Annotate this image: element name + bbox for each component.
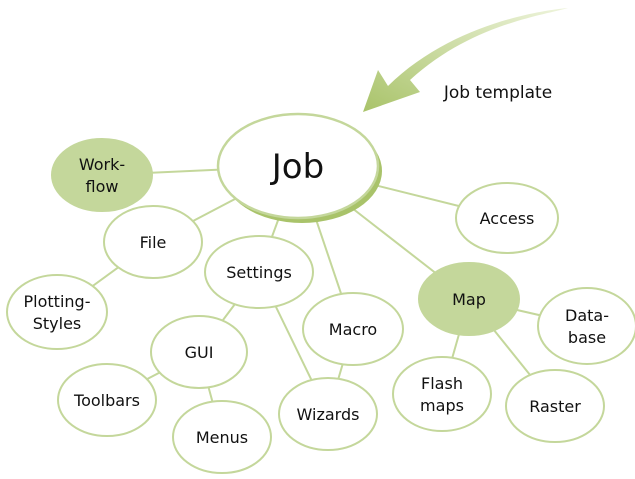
- node-plotting-styles: Plotting- Styles: [6, 274, 108, 350]
- node-macro-label: Macro: [329, 320, 377, 339]
- node-wizards: Wizards: [278, 377, 378, 451]
- node-toolbars-shape: [57, 363, 157, 437]
- node-access-label: Access: [480, 209, 535, 228]
- node-toolbars-label: Toolbars: [73, 391, 140, 410]
- node-map: Map: [418, 262, 520, 336]
- node-map-label: Map: [452, 290, 486, 309]
- node-plotting-styles-label: Styles: [33, 314, 82, 333]
- node-file-label: File: [140, 233, 167, 252]
- node-toolbars: Toolbars: [57, 363, 157, 437]
- node-database: Data-base: [537, 287, 635, 365]
- node-raster-shape: [505, 369, 605, 443]
- node-workflow-shape: [51, 138, 153, 212]
- node-map-shape: [418, 262, 520, 336]
- node-raster: Raster: [505, 369, 605, 443]
- node-menus-label: Menus: [196, 428, 248, 447]
- node-workflow-label: flow: [86, 177, 119, 196]
- node-job: Job: [216, 112, 382, 223]
- node-gui: GUI: [150, 315, 248, 389]
- node-settings-label: Settings: [226, 263, 292, 282]
- node-flash-maps-shape: [392, 356, 492, 432]
- node-workflow: Work-flow: [51, 138, 153, 212]
- node-access-shape: [455, 182, 559, 254]
- node-flash-maps-label: Flash: [421, 374, 463, 393]
- node-file: File: [103, 205, 203, 279]
- curved-arrow-icon: [363, 8, 568, 112]
- node-flash-maps: Flash maps: [392, 356, 492, 432]
- node-gui-shape: [150, 315, 248, 389]
- node-wizards-shape: [278, 377, 378, 451]
- node-macro: Macro: [302, 292, 404, 366]
- node-database-label: base: [568, 328, 606, 347]
- node-access: Access: [455, 182, 559, 254]
- node-wizards-label: Wizards: [297, 405, 360, 424]
- node-menus: Menus: [172, 400, 272, 474]
- node-menus-shape: [172, 400, 272, 474]
- node-workflow-label: Work-: [79, 155, 125, 174]
- node-file-shape: [103, 205, 203, 279]
- node-plotting-styles-label: Plotting-: [24, 292, 91, 311]
- node-settings-shape: [204, 235, 314, 309]
- node-database-shape: [537, 287, 635, 365]
- node-macro-shape: [302, 292, 404, 366]
- node-settings: Settings: [204, 235, 314, 309]
- node-job-shape: [216, 112, 380, 220]
- node-job-label: Job: [270, 147, 324, 187]
- node-flash-maps-label: maps: [420, 396, 464, 415]
- node-raster-label: Raster: [529, 397, 581, 416]
- node-plotting-styles-shape: [6, 274, 108, 350]
- diagram-title: Job template: [443, 83, 552, 103]
- node-gui-label: GUI: [185, 343, 214, 362]
- node-database-label: Data-: [565, 306, 609, 325]
